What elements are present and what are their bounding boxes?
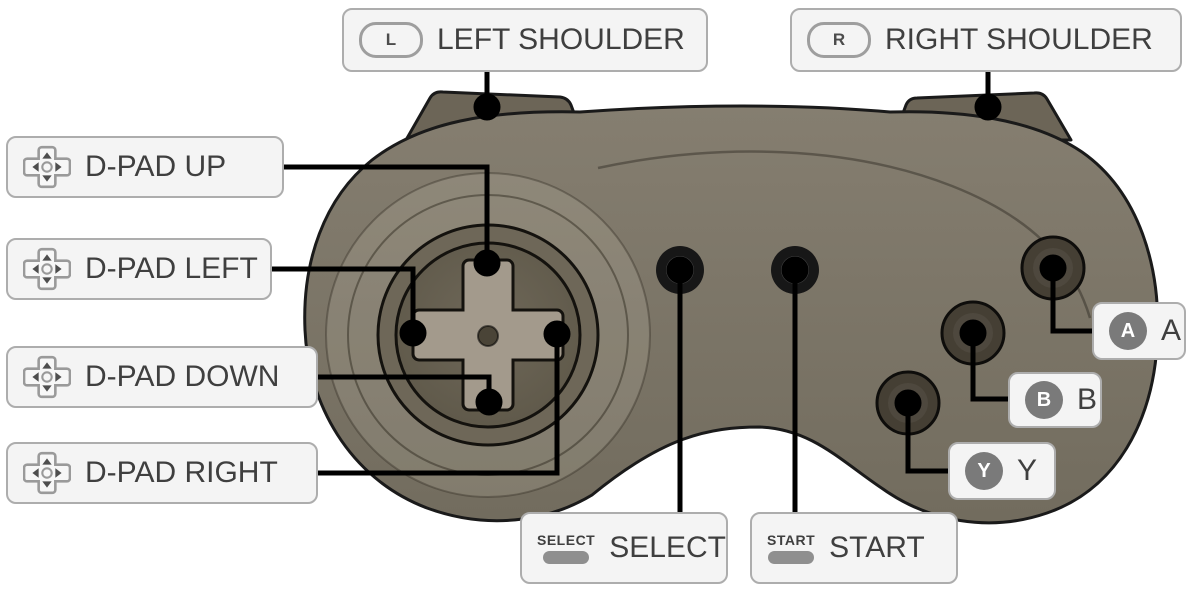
label-b: B B — [1008, 372, 1102, 428]
label-dpad-down: D-PAD DOWN — [6, 346, 318, 408]
left-shoulder-label: LEFT SHOULDER — [437, 23, 685, 56]
connector-right-shoulder — [974, 72, 1002, 121]
label-dpad-up: D-PAD UP — [6, 136, 284, 198]
a-label: A — [1161, 314, 1182, 347]
connector-y — [894, 389, 948, 474]
start-button-icon: START — [767, 533, 815, 564]
connector-dpad-right — [318, 320, 571, 476]
label-left-shoulder: L LEFT SHOULDER — [342, 8, 708, 72]
y-button-icon: Y — [965, 452, 1003, 490]
dpad-up-label: D-PAD UP — [85, 150, 227, 183]
label-a: A A — [1092, 302, 1186, 360]
connector-dpad-left — [272, 266, 427, 347]
b-label: B — [1077, 383, 1098, 416]
connectors — [272, 72, 1092, 512]
label-dpad-left: D-PAD LEFT — [6, 238, 272, 300]
select-button-icon: SELECT — [537, 533, 595, 564]
connector-b — [959, 319, 1008, 402]
connector-dpad-down — [318, 374, 503, 416]
dpad-left-label: D-PAD LEFT — [85, 252, 258, 285]
r-button-icon: R — [807, 22, 871, 58]
dpad-right-label: D-PAD RIGHT — [85, 456, 278, 489]
y-label: Y — [1017, 454, 1038, 487]
dpad-down-label: D-PAD DOWN — [85, 360, 280, 393]
label-select: SELECT SELECT — [520, 512, 728, 584]
dpad-icon — [23, 247, 71, 291]
select-label: SELECT — [609, 531, 726, 564]
label-y: Y Y — [948, 442, 1056, 500]
connector-start — [781, 256, 809, 512]
dpad-icon — [23, 145, 71, 189]
label-start: START START — [750, 512, 958, 584]
connector-left-shoulder — [473, 72, 501, 121]
l-button-icon: L — [359, 22, 423, 58]
controller-body-group — [303, 90, 1160, 525]
b-button-icon: B — [1025, 381, 1063, 419]
connector-select — [666, 256, 694, 512]
label-right-shoulder: R RIGHT SHOULDER — [790, 8, 1182, 72]
a-button-icon: A — [1109, 312, 1147, 350]
start-label: START — [829, 531, 925, 564]
right-shoulder-label: RIGHT SHOULDER — [885, 23, 1153, 56]
connector-a — [1039, 254, 1092, 334]
label-dpad-right: D-PAD RIGHT — [6, 442, 318, 504]
dpad-center-dot — [477, 325, 499, 347]
dpad-icon — [23, 451, 71, 495]
dpad-icon — [23, 355, 71, 399]
connector-dpad-up — [284, 164, 501, 277]
